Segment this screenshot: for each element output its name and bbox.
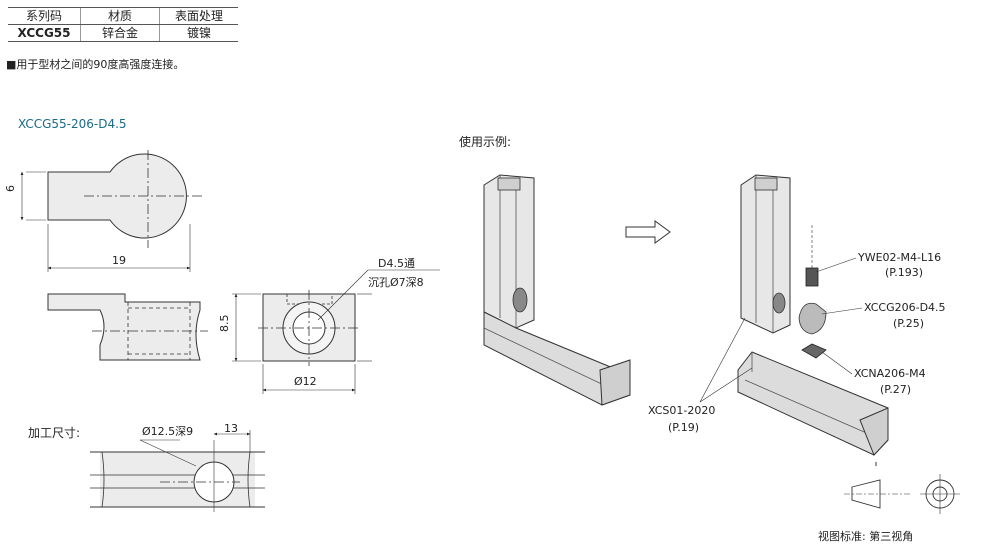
view-standard-label: 视图标准: 第三视角 [818, 530, 914, 543]
exploded-view-illustration [737, 174, 889, 466]
header-material: 材质 [80, 7, 160, 25]
dim-height-8-5: 8.5 [218, 315, 231, 333]
callout-ywe-page: (P.193) [885, 266, 923, 279]
callout-xcs-page: (P.19) [668, 421, 699, 434]
spec-table-value-row: XCCG55 锌合金 镀镍 [8, 24, 238, 42]
machining-label: 加工尺寸: [28, 426, 81, 440]
usage-note: ■用于型材之间的90度高强度连接。 [6, 58, 185, 71]
callout-xcs-code: XCS01-2020 [648, 404, 715, 417]
dim-diameter-12: Ø12 [294, 375, 317, 388]
value-material: 锌合金 [80, 24, 160, 42]
hole-spec-line2: 沉孔Ø7深8 [368, 276, 424, 289]
part-number: XCCG55-206-D4.5 [18, 117, 127, 131]
machining-view: 13 Ø12.5深9 [90, 422, 265, 512]
side-view: 8.5 Ø12 D4.5通 沉孔Ø7深8 [218, 257, 440, 394]
callout-xccg-page: (P.25) [893, 317, 924, 330]
third-angle-projection-symbol [844, 474, 960, 514]
callout-xcna-code: XCNA206-M4 [854, 367, 926, 380]
example-title: 使用示例: [459, 135, 512, 149]
callout-xcna-page: (P.27) [880, 383, 911, 396]
top-view: 6 19 [4, 150, 205, 272]
front-view [47, 293, 208, 361]
spec-table: 系列码 材质 表面处理 XCCG55 锌合金 镀镍 [8, 7, 238, 42]
dim-counterbore: Ø12.5深9 [142, 425, 193, 438]
callouts: YWE02-M4-L16 (P.193) XCCG206-D4.5 (P.25)… [648, 251, 946, 434]
dim-height-6: 6 [4, 185, 17, 192]
transition-arrow [625, 220, 671, 244]
assembled-frame-illustration [483, 174, 631, 406]
callout-ywe-code: YWE02-M4-L16 [857, 251, 941, 264]
hole-spec-line1: D4.5通 [378, 257, 415, 270]
callout-xccg-code: XCCG206-D4.5 [864, 301, 946, 314]
value-series-code: XCCG55 [8, 24, 81, 42]
value-surface: 镀镍 [159, 24, 238, 42]
dim-length-19: 19 [112, 254, 126, 267]
dim-offset-13: 13 [224, 422, 238, 435]
